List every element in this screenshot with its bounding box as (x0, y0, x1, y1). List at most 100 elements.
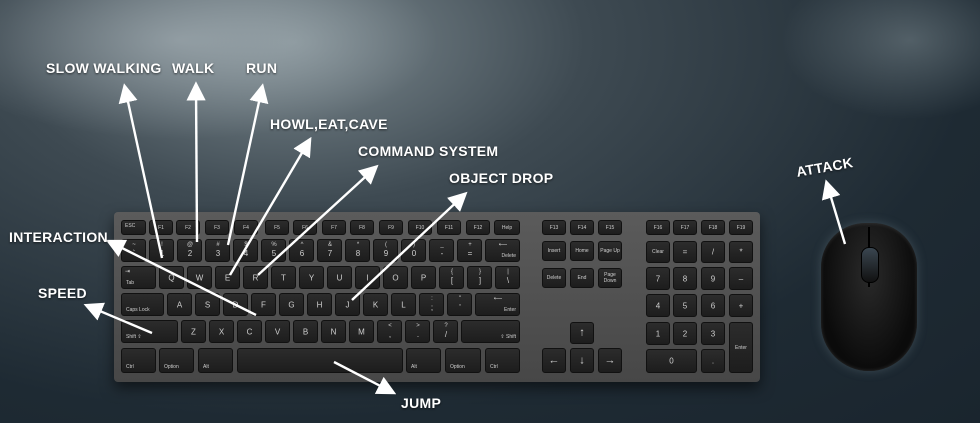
key-n: N (321, 320, 346, 343)
key-arrow-left: ← (542, 348, 566, 373)
key-num-6: 6 (701, 294, 725, 317)
key-alt-right: Alt (406, 348, 441, 373)
key-num-multiply: * (729, 241, 753, 263)
key-alt-left: Alt (198, 348, 233, 373)
keyboard: ESC F1 F2 F3 F4 F5 F6 F7 F8 F9 F10 F11 F… (114, 212, 760, 382)
key-num-clear: Clear (646, 241, 670, 263)
key-f8: F8 (350, 220, 374, 235)
label-attack: ATTACK (795, 154, 855, 180)
key-v: V (265, 320, 290, 343)
key-f12: F12 (466, 220, 490, 235)
key-arrow-down: ↓ (570, 348, 594, 373)
key-num-decimal: . (701, 349, 725, 373)
key-x: X (209, 320, 234, 343)
key-caps-lock: Caps Lock (121, 293, 164, 316)
key-c: C (237, 320, 262, 343)
key-u: U (327, 266, 352, 289)
key-q: Q (159, 266, 184, 289)
key-comma: <, (377, 320, 402, 343)
key-space (237, 348, 403, 373)
label-walk: WALK (172, 60, 215, 76)
key-1: !1 (149, 239, 174, 262)
key-f16: F16 (646, 220, 670, 235)
key-l: L (391, 293, 416, 316)
key-num-plus: + (729, 294, 753, 317)
key-m: M (349, 320, 374, 343)
key-9: (9 (373, 239, 398, 262)
key-o: O (383, 266, 408, 289)
key-p: P (411, 266, 436, 289)
label-object-drop: OBJECT DROP (449, 170, 554, 186)
key-f4: F4 (234, 220, 258, 235)
key-f1: F1 (149, 220, 173, 235)
mouse (821, 223, 917, 371)
key-ctrl-right: Ctrl (485, 348, 520, 373)
key-backslash: |\ (495, 266, 520, 289)
key-f11: F11 (437, 220, 461, 235)
label-speed: SPEED (38, 285, 87, 301)
key-page-down: Page Down (598, 268, 622, 288)
key-5: %5 (261, 239, 286, 262)
key-j: J (335, 293, 360, 316)
key-num-2: 2 (673, 322, 697, 345)
key-help: Help (494, 220, 520, 235)
key-f6: F6 (293, 220, 317, 235)
key-lbracket: {[ (439, 266, 464, 289)
label-command-system: COMMAND SYSTEM (358, 143, 499, 159)
key-g: G (279, 293, 304, 316)
key-f14: F14 (570, 220, 594, 235)
key-insert: Insert (542, 241, 566, 261)
key-num-4: 4 (646, 294, 670, 317)
key-b: B (293, 320, 318, 343)
key-num-8: 8 (673, 267, 697, 290)
key-d: D (223, 293, 248, 316)
key-end: End (570, 268, 594, 288)
key-s: S (195, 293, 220, 316)
key-2: @2 (177, 239, 202, 262)
key-minus: _- (429, 239, 454, 262)
key-f19: F19 (729, 220, 753, 235)
key-4: $4 (233, 239, 258, 262)
key-y: Y (299, 266, 324, 289)
key-f13: F13 (542, 220, 566, 235)
key-w: W (187, 266, 212, 289)
key-7: &7 (317, 239, 342, 262)
label-jump: JUMP (401, 395, 442, 411)
key-3: #3 (205, 239, 230, 262)
key-r: R (243, 266, 268, 289)
key-h: H (307, 293, 332, 316)
key-z: Z (181, 320, 206, 343)
label-slow-walking: SLOW WALKING (46, 60, 162, 76)
key-f5: F5 (265, 220, 289, 235)
key-arrow-up: ↑ (570, 322, 594, 344)
key-num-0: 0 (646, 349, 697, 373)
key-t: T (271, 266, 296, 289)
key-option-right: Option (445, 348, 481, 373)
key-num-5: 5 (673, 294, 697, 317)
key-num-divide: / (701, 241, 725, 263)
key-num-enter: Enter (729, 322, 753, 373)
key-f17: F17 (673, 220, 697, 235)
key-delete: ⟵Delete (485, 239, 520, 262)
key-arrow-right: → (598, 348, 622, 373)
key-tab: ⇥Tab (121, 266, 156, 289)
key-f7: F7 (322, 220, 346, 235)
key-i: I (355, 266, 380, 289)
label-interaction: INTERACTION (9, 229, 108, 245)
key-option-left: Option (159, 348, 194, 373)
key-quote: "' (447, 293, 472, 316)
key-ctrl-left: Ctrl (121, 348, 156, 373)
key-num-9: 9 (701, 267, 725, 290)
key-num-3: 3 (701, 322, 725, 345)
key-num-7: 7 (646, 267, 670, 290)
key-6: ^6 (289, 239, 314, 262)
key-home: Home (570, 241, 594, 261)
key-shift-right: ⇧ Shift (461, 320, 520, 343)
key-enter: ⟵Enter (475, 293, 520, 316)
key-f10: F10 (408, 220, 432, 235)
key-f: F (251, 293, 276, 316)
key-rbracket: }] (467, 266, 492, 289)
key-8: *8 (345, 239, 370, 262)
key-0: )0 (401, 239, 426, 262)
key-num-minus: – (729, 267, 753, 290)
